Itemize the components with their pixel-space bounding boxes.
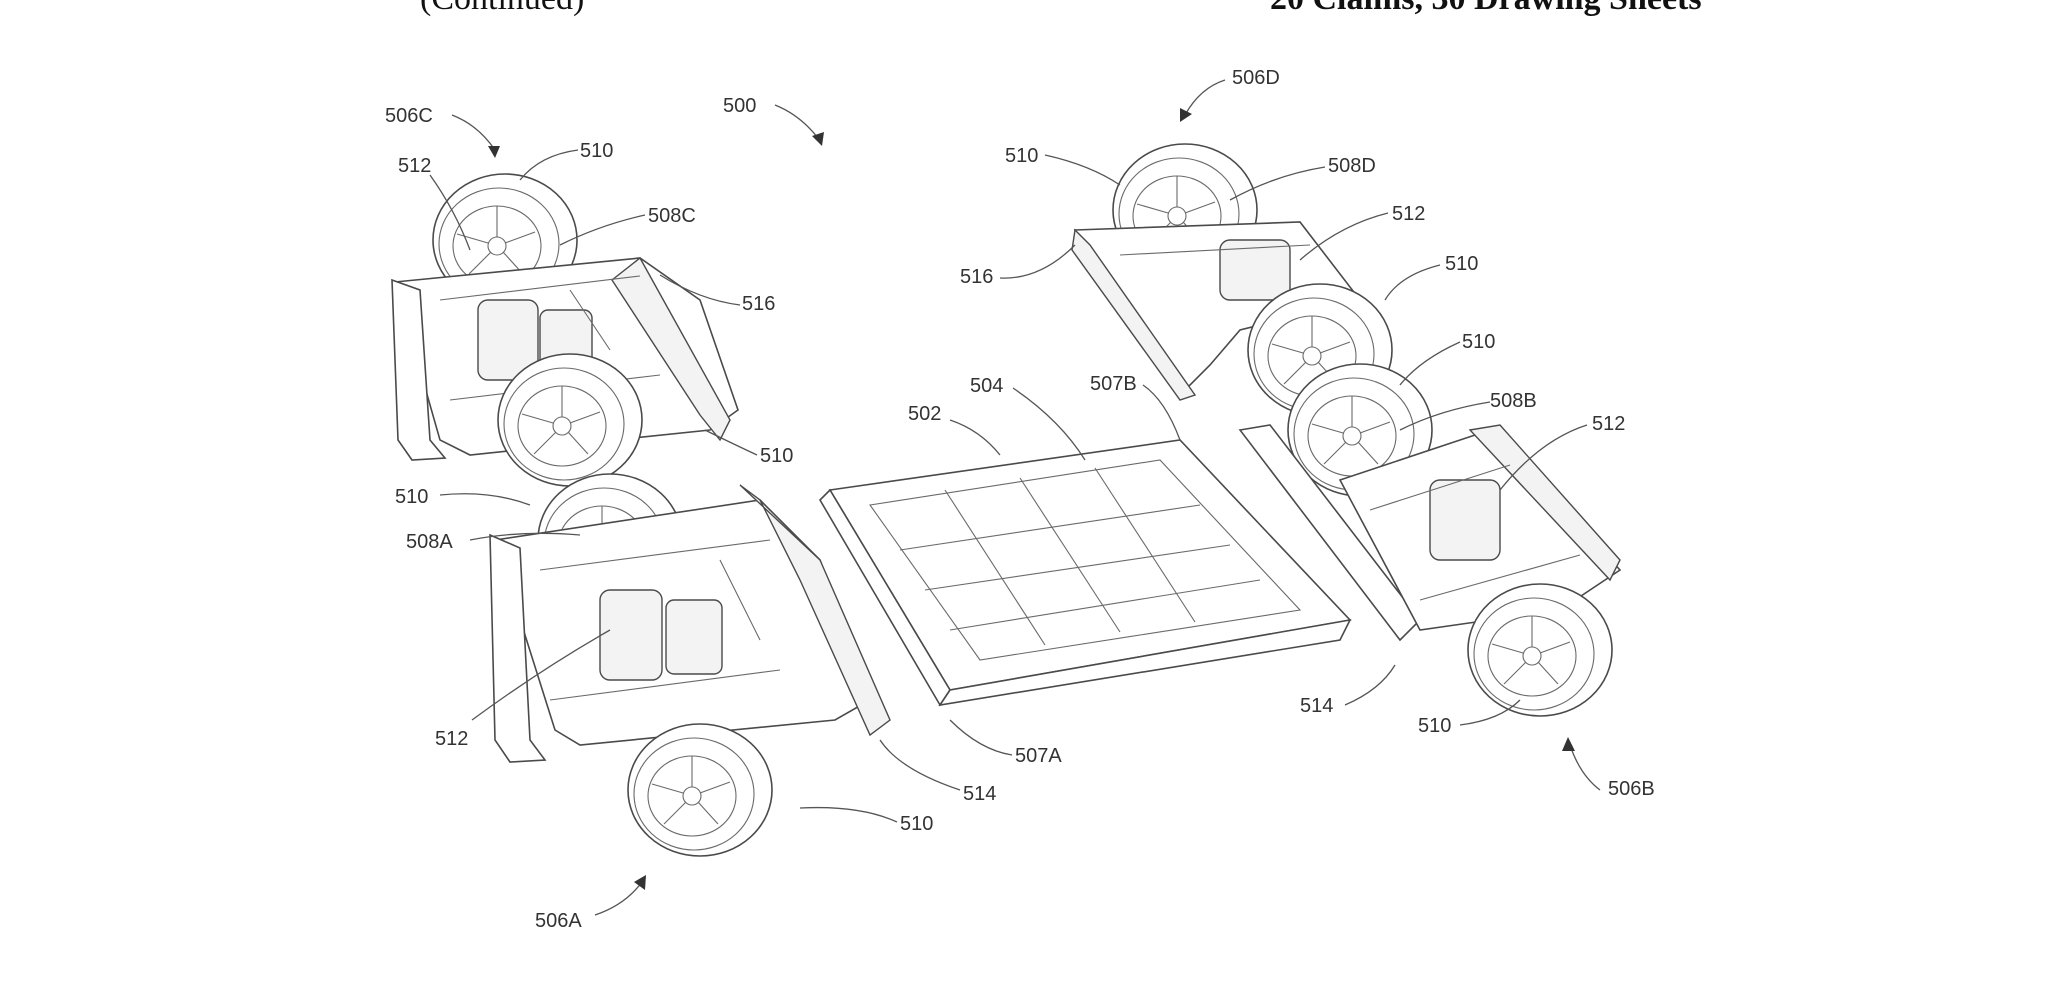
label-510: 510 (395, 486, 428, 508)
drive-module-506B (1238, 363, 1622, 717)
label-506B: 506B (1608, 778, 1655, 800)
label-510: 510 (900, 813, 933, 835)
header-claims-text: 20 Claims, 30 Drawing Sheets (1270, 0, 1702, 18)
label-514: 514 (963, 783, 996, 805)
header-continued-text: (Continued) (420, 0, 584, 18)
label-512: 512 (435, 728, 468, 750)
leader-lines (429, 79, 1601, 916)
label-510: 510 (760, 445, 793, 467)
label-510: 510 (580, 140, 613, 162)
label-504: 504 (970, 375, 1003, 397)
label-512: 512 (398, 155, 431, 177)
drive-module-506C (391, 173, 739, 487)
drive-module-506A (489, 473, 891, 857)
wheel-icon (627, 723, 773, 857)
label-510: 510 (1005, 145, 1038, 167)
label-508B: 508B (1490, 390, 1537, 412)
label-506A: 506A (535, 910, 582, 932)
label-510: 510 (1445, 253, 1478, 275)
label-506C: 506C (385, 105, 433, 127)
label-512: 512 (1392, 203, 1425, 225)
label-510: 510 (1462, 331, 1495, 353)
label-514: 514 (1300, 695, 1333, 717)
label-516: 516 (960, 266, 993, 288)
reference-labels: 506C 500 510 512 508C 516 510 510 508A 5… (385, 67, 1655, 932)
label-512: 512 (1592, 413, 1625, 435)
label-516: 516 (742, 293, 775, 315)
battery-tray-502 (818, 439, 1352, 707)
drive-module-506D (1071, 143, 1393, 417)
label-510: 510 (1418, 715, 1451, 737)
label-502: 502 (908, 403, 941, 425)
wheel-icon (1467, 583, 1613, 717)
label-508C: 508C (648, 205, 696, 227)
label-506D: 506D (1232, 67, 1280, 89)
wheel-icon (497, 353, 643, 487)
label-507B: 507B (1090, 373, 1137, 395)
label-508A: 508A (406, 531, 453, 553)
label-507A: 507A (1015, 745, 1062, 767)
label-508D: 508D (1328, 155, 1376, 177)
label-500: 500 (723, 95, 756, 117)
